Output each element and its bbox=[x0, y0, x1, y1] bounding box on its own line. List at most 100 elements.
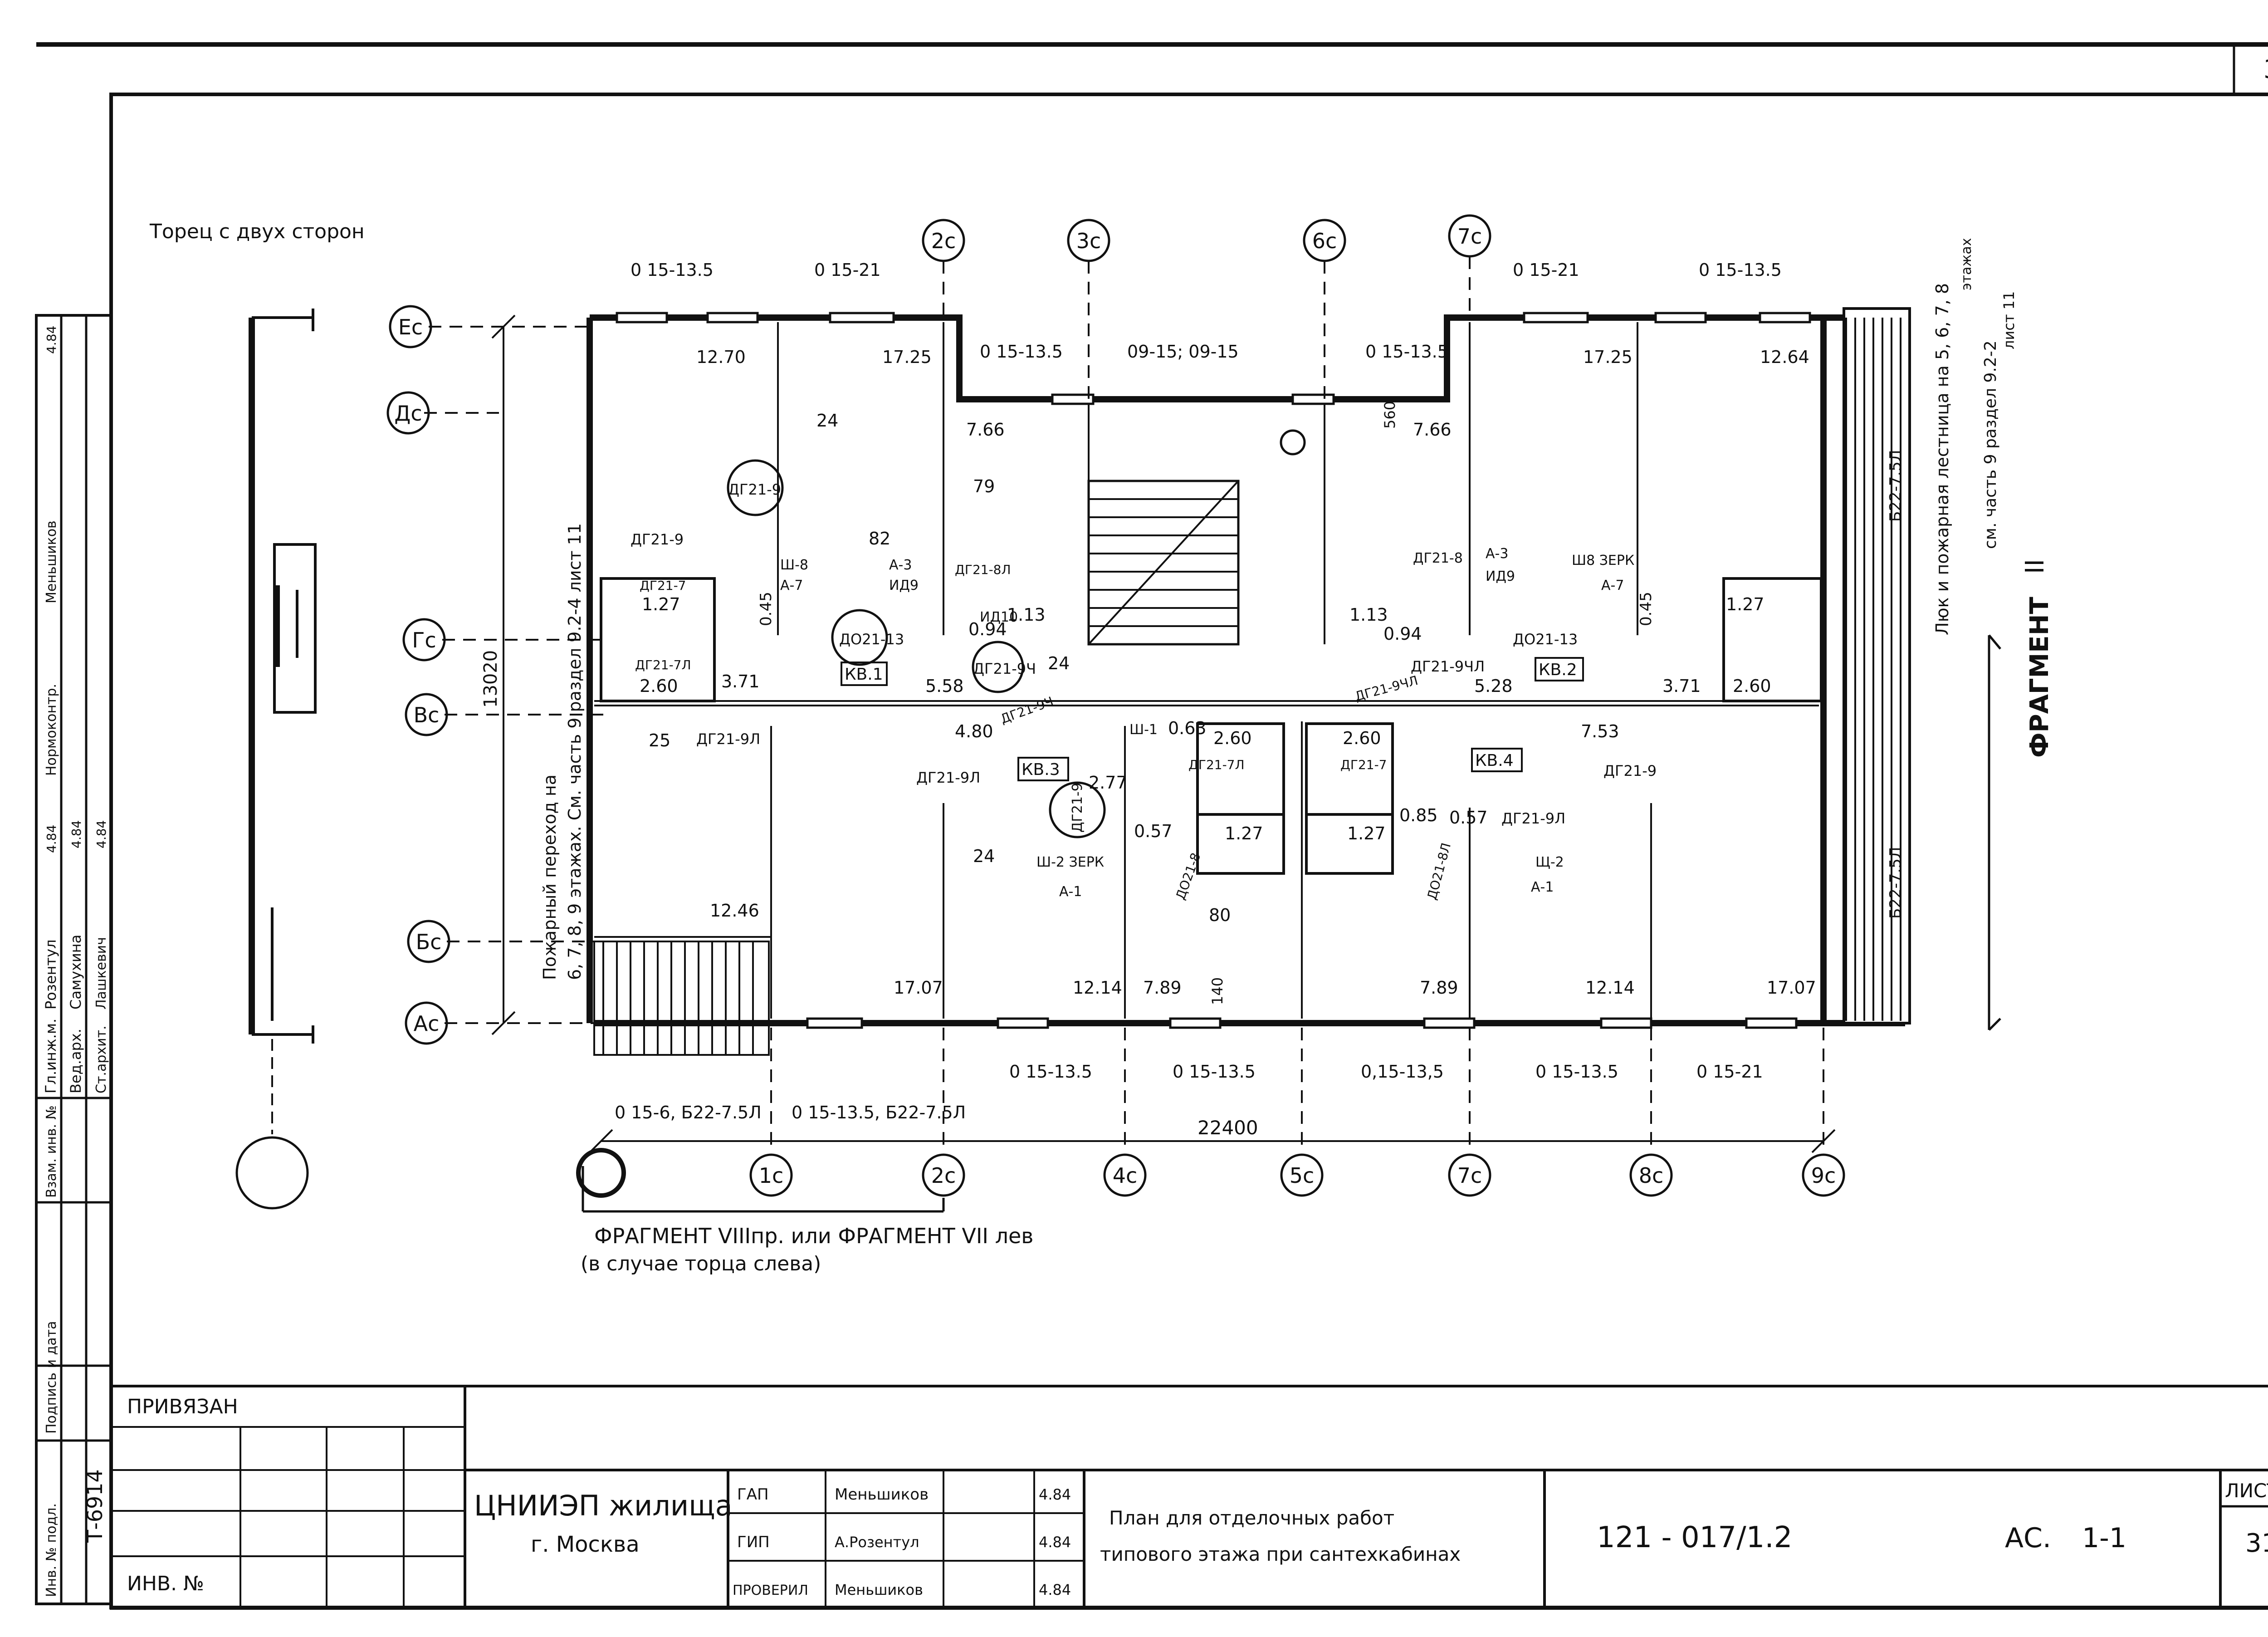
svg-text:Дс: Дс bbox=[394, 401, 422, 426]
svg-text:Самухина: Самухина bbox=[67, 935, 84, 1010]
svg-text:0 15-13.5: 0 15-13.5 bbox=[631, 260, 714, 280]
svg-text:Вс: Вс bbox=[414, 703, 440, 727]
svg-text:7.53: 7.53 bbox=[1581, 721, 1619, 741]
svg-text:7.89: 7.89 bbox=[1420, 978, 1458, 998]
svg-text:ФРАГМЕНТ VIIIпр. или ФРАГМЕНТ: ФРАГМЕНТ VIIIпр. или ФРАГМЕНТ VII лев bbox=[594, 1224, 1033, 1248]
svg-text:0.45: 0.45 bbox=[757, 592, 775, 626]
svg-text:ДГ21-7Л: ДГ21-7Л bbox=[635, 657, 691, 672]
svg-text:1.27: 1.27 bbox=[1225, 823, 1263, 843]
svg-text:Ас: Ас bbox=[414, 1011, 440, 1036]
svg-text:Ст.архит.: Ст.архит. bbox=[93, 1025, 109, 1093]
svg-text:1-1: 1-1 bbox=[2082, 1522, 2126, 1554]
svg-text:ДГ21-9: ДГ21-9 bbox=[728, 481, 781, 498]
svg-text:2.60: 2.60 bbox=[1343, 728, 1381, 748]
room-areas: 12.70 17.25 7.66 7.66 17.25 12.64 3.71 5… bbox=[640, 347, 1816, 998]
axis-left-Ec: Ес bbox=[389, 305, 587, 348]
svg-text:ДГ21-9ЧЛ: ДГ21-9ЧЛ bbox=[1411, 658, 1485, 675]
svg-text:5.58: 5.58 bbox=[925, 676, 964, 696]
svg-text:140: 140 bbox=[1209, 977, 1226, 1005]
svg-text:А-1: А-1 bbox=[1059, 884, 1082, 900]
bottom-axes: 1с 2с 4с 5с 7с 8с 9с bbox=[576, 1028, 1845, 1198]
door-labels: ДГ21-9 ДГ21-9 ДГ21-9Л ДГ21-9Л ДГ21-9Л ДГ… bbox=[631, 459, 1657, 902]
axis-bottom-origin bbox=[576, 1148, 626, 1198]
svg-text:6, 7, 8, 9 этажах. См. часть 9: 6, 7, 8, 9 этажах. См. часть 9 раздел 9.… bbox=[565, 523, 585, 980]
svg-text:4.80: 4.80 bbox=[955, 721, 993, 741]
axis-bottom-7c: 7с bbox=[1448, 1028, 1491, 1197]
sheet-number-top: 32 bbox=[2263, 55, 2268, 84]
svg-text:17.07: 17.07 bbox=[1767, 978, 1816, 998]
svg-text:17.25: 17.25 bbox=[882, 347, 932, 367]
svg-text:0.57: 0.57 bbox=[1449, 808, 1488, 828]
svg-text:ФРАГМЕНТ: ФРАГМЕНТ bbox=[2025, 597, 2054, 758]
svg-text:ДО21-13: ДО21-13 bbox=[1513, 631, 1578, 648]
svg-text:ПРИВЯЗАН: ПРИВЯЗАН bbox=[127, 1395, 238, 1418]
svg-text:КВ.3: КВ.3 bbox=[1022, 760, 1060, 779]
svg-text:Ш-1: Ш-1 bbox=[1129, 722, 1158, 738]
svg-text:9с: 9с bbox=[1811, 1163, 1836, 1188]
svg-text:121 - 017/1.2: 121 - 017/1.2 bbox=[1597, 1521, 1792, 1554]
svg-text:4.84: 4.84 bbox=[44, 326, 59, 354]
svg-text:ИД10: ИД10 bbox=[980, 609, 1018, 625]
svg-text:1.13: 1.13 bbox=[1349, 605, 1388, 625]
svg-text:17.07: 17.07 bbox=[894, 978, 943, 998]
svg-text:12.64: 12.64 bbox=[1760, 347, 1809, 367]
height-dimension: 13020 bbox=[480, 314, 516, 1035]
svg-text:АС.: АС. bbox=[2005, 1522, 2051, 1554]
svg-text:А-7: А-7 bbox=[780, 578, 803, 593]
title-block: ПРИВЯЗАН ИНВ. № ЦНИИЭП жилища г. Москва … bbox=[110, 1385, 2268, 1610]
svg-text:0 15-21: 0 15-21 bbox=[814, 260, 881, 280]
svg-text:Б22-7.5Л: Б22-7.5Л bbox=[1887, 450, 1905, 522]
svg-text:ПРОВЕРИЛ: ПРОВЕРИЛ bbox=[733, 1583, 808, 1598]
svg-text:13020: 13020 bbox=[480, 650, 501, 708]
svg-text:1.13: 1.13 bbox=[1007, 605, 1046, 625]
svg-text:ИД9: ИД9 bbox=[1486, 569, 1515, 584]
svg-text:4.84: 4.84 bbox=[1039, 1581, 1071, 1598]
svg-text:ИД9: ИД9 bbox=[889, 578, 919, 593]
svg-text:ДГ21-9Ч: ДГ21-9Ч bbox=[998, 694, 1056, 727]
svg-text:1с: 1с bbox=[759, 1163, 784, 1188]
svg-text:3с: 3с bbox=[1076, 229, 1101, 253]
svg-text:II: II bbox=[2020, 559, 2050, 574]
svg-text:типового этажа при сантехкабин: типового этажа при сантехкабинах bbox=[1100, 1543, 1461, 1565]
left-notes: Пожарный переход на 6, 7, 8, 9 этажах. С… bbox=[540, 523, 585, 980]
svg-text:0 15-13.5: 0 15-13.5 bbox=[980, 342, 1063, 362]
axis-left-Dc: Дс bbox=[386, 391, 499, 435]
svg-text:8с: 8с bbox=[1639, 1163, 1664, 1188]
svg-text:Подпись и дата: Подпись и дата bbox=[44, 1321, 59, 1434]
svg-text:ДГ21-9Ч: ДГ21-9Ч bbox=[973, 660, 1036, 677]
svg-text:7.66: 7.66 bbox=[1413, 420, 1452, 440]
svg-text:Розентул: Розентул bbox=[42, 939, 59, 1010]
svg-text:Гл.инж.м.: Гл.инж.м. bbox=[42, 1019, 59, 1093]
width-dimension: 22400 bbox=[589, 1117, 1836, 1153]
svg-text:2.60: 2.60 bbox=[1733, 676, 1771, 696]
left-balcony-hatch bbox=[593, 941, 770, 1056]
svg-text:2с: 2с bbox=[931, 229, 956, 253]
svg-text:лист 11: лист 11 bbox=[2000, 291, 2018, 349]
svg-text:Т-6914: Т-6914 bbox=[83, 1469, 107, 1543]
svg-text:5с: 5с bbox=[1290, 1163, 1315, 1188]
svg-text:0 15-21: 0 15-21 bbox=[1696, 1062, 1763, 1082]
svg-text:2с: 2с bbox=[931, 1163, 956, 1188]
svg-text:ДГ21-9Л: ДГ21-9Л bbox=[696, 730, 760, 748]
svg-text:0,15-13,5: 0,15-13,5 bbox=[1361, 1062, 1444, 1082]
misc-dimensions: 24 24 24 25 79 82 80 140 560 bbox=[649, 401, 1398, 1005]
svg-text:ЦНИИЭП жилища: ЦНИИЭП жилища bbox=[474, 1489, 733, 1522]
axis-left-Bc: Бс bbox=[407, 920, 603, 963]
axis-bottom-8c: 8с bbox=[1629, 1028, 1673, 1197]
svg-text:ДГ21-9Л: ДГ21-9Л bbox=[1501, 810, 1565, 827]
svg-text:КВ.2: КВ.2 bbox=[1539, 661, 1577, 679]
svg-text:ДО21-13: ДО21-13 bbox=[839, 631, 904, 648]
svg-text:24: 24 bbox=[973, 846, 995, 866]
svg-text:Ес: Ес bbox=[398, 315, 423, 339]
svg-text:0 15-21: 0 15-21 bbox=[1513, 260, 1579, 280]
svg-text:3.71: 3.71 bbox=[1662, 676, 1701, 696]
svg-text:24: 24 bbox=[1048, 653, 1070, 673]
svg-text:ИНВ. №: ИНВ. № bbox=[127, 1572, 204, 1595]
svg-text:12.46: 12.46 bbox=[710, 901, 759, 921]
svg-text:Меньшиков: Меньшиков bbox=[835, 1581, 923, 1598]
svg-text:4.84: 4.84 bbox=[69, 820, 84, 848]
svg-text:Вед.арх.: Вед.арх. bbox=[67, 1029, 84, 1093]
svg-text:ДГ21-7: ДГ21-7 bbox=[640, 578, 686, 593]
svg-text:0 15-6, Б22-7.5Л: 0 15-6, Б22-7.5Л bbox=[615, 1103, 762, 1122]
axis-top-3c: 3с bbox=[1067, 219, 1110, 399]
